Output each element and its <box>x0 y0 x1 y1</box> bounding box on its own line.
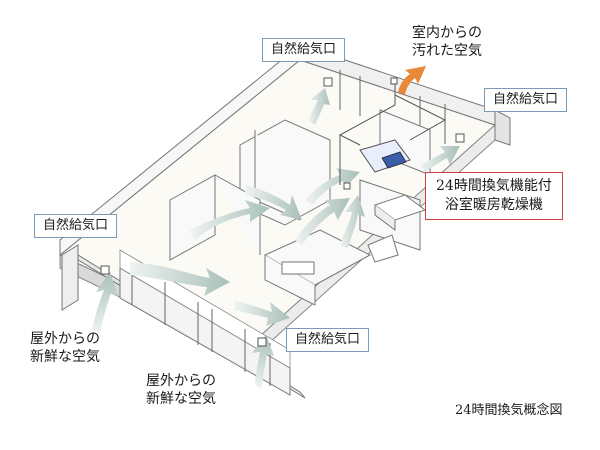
fresh-air-bottom-line1: 屋外からの <box>146 373 216 389</box>
fresh-air-bottom-line2: 新鮮な空気 <box>146 391 216 407</box>
exhaust-air-label: 室内からの 汚れた空気 <box>412 24 482 60</box>
fresh-air-label-bottom: 屋外からの 新鮮な空気 <box>146 372 216 408</box>
bath-dryer-unit <box>359 139 411 173</box>
floor-plan <box>59 43 511 399</box>
bath-dryer-label: 24時間換気機能付 浴室暖房乾燥機 <box>425 172 563 220</box>
vent-outlets <box>100 77 465 347</box>
exhaust-air-label-line2: 汚れた空気 <box>412 43 482 59</box>
bath-dryer-label-line2: 浴室暖房乾燥機 <box>444 197 543 213</box>
supply-vent-label-top: 自然給気口 <box>262 38 346 62</box>
exhaust-air-label-line1: 室内からの <box>412 25 482 41</box>
diagram-caption: 24時間換気概念図 <box>455 403 563 418</box>
supply-vent-label-left: 自然給気口 <box>34 214 118 238</box>
fresh-air-label-left: 屋外からの 新鮮な空気 <box>30 330 100 366</box>
exhaust-duct <box>338 82 447 185</box>
airflow-arrows <box>130 88 460 326</box>
fresh-air-left-line2: 新鮮な空気 <box>30 349 100 365</box>
supply-vent-label-right: 自然給気口 <box>484 88 568 112</box>
bath-dryer-label-line1: 24時間換気機能付 <box>436 178 552 194</box>
exhaust-arrow <box>398 66 426 95</box>
supply-vent-label-bottom: 自然給気口 <box>286 328 370 352</box>
fresh-air-left-line1: 屋外からの <box>30 331 100 347</box>
fresh-air-arrows <box>92 272 274 388</box>
